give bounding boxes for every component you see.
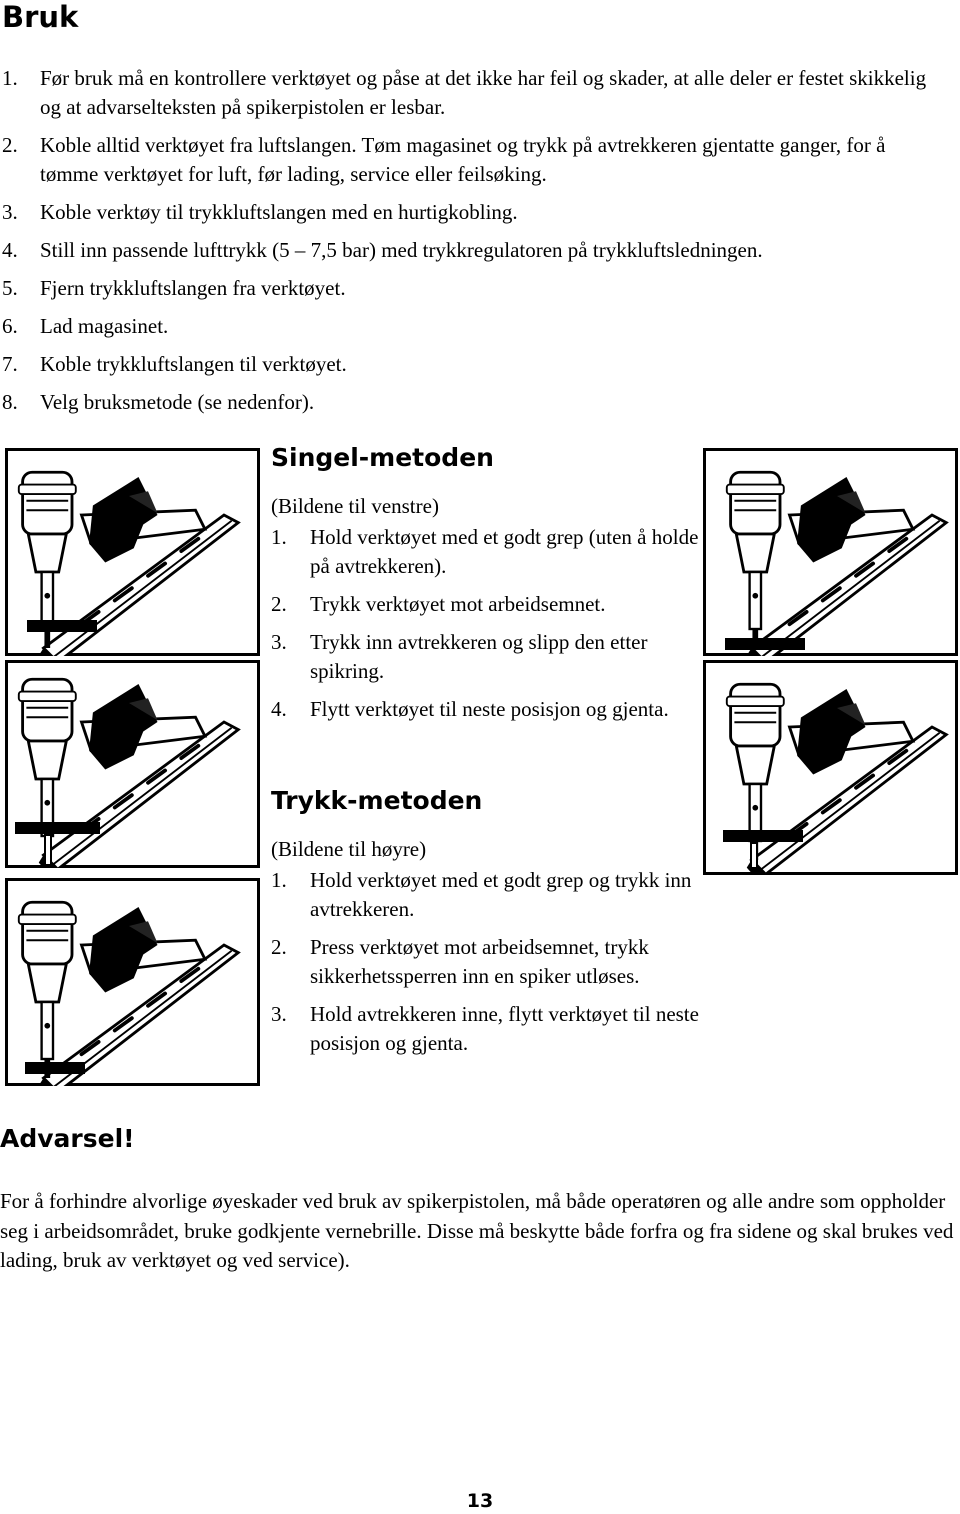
step-number: 3.: [271, 1002, 287, 1026]
single-method-intro: (Bildene til venstre): [271, 494, 439, 518]
usage-step: 1. Før bruk må en kontrollere verktøyet o…: [0, 64, 945, 122]
usage-step: 4. Still inn passende lufttrykk (5 – 7,5 …: [0, 236, 945, 265]
step-number: 7.: [2, 352, 18, 376]
step-text: Flytt verktøyet til neste posisjon og gj…: [310, 697, 669, 721]
warning-title: Advarsel!: [0, 1124, 135, 1153]
step-number: 2.: [271, 935, 287, 959]
single-method-title: Singel-metoden: [271, 443, 494, 472]
step-text: Før bruk må en kontrollere verktøyet og …: [40, 66, 927, 119]
step-text: Hold verktøyet med et godt grep og trykk…: [310, 868, 692, 921]
step-text: Hold avtrekkeren inne, flytt verktøyet t…: [310, 1002, 699, 1055]
single-method-step: 2. Trykk verktøyet mot arbeidsemnet.: [271, 590, 701, 619]
press-method-steps: 1. Hold verktøyet med et godt grep og try…: [271, 866, 701, 1058]
step-number: 1.: [2, 66, 18, 90]
press-method-step: 1. Hold verktøyet med et godt grep og try…: [271, 866, 701, 924]
step-number: 1.: [271, 868, 287, 892]
usage-step: 5. Fjern trykkluftslangen fra verktøyet.: [0, 274, 945, 303]
press-method-title: Trykk-metoden: [271, 786, 483, 815]
single-method-step: 3. Trykk inn avtrekkeren og slipp den ett…: [271, 628, 701, 686]
single-method-step: 4. Flytt verktøyet til neste posisjon og …: [271, 695, 701, 724]
step-number: 1.: [271, 525, 287, 549]
press-method-intro: (Bildene til høyre): [271, 837, 427, 861]
press-method-step: 3. Hold avtrekkeren inne, flytt verktøyet…: [271, 1000, 701, 1058]
step-text: Koble trykkluftslangen til verktøyet.: [40, 352, 347, 376]
usage-step: 7. Koble trykkluftslangen til verktøyet.: [0, 350, 945, 379]
step-text: Hold verktøyet med et godt grep (uten å …: [310, 525, 699, 578]
usage-step: 3. Koble verktøy til trykkluftslangen med…: [0, 198, 945, 227]
warning-text: For å forhindre alvorlige øyeskader ved …: [0, 1189, 954, 1272]
step-text: Koble alltid verktøyet fra luftslangen. …: [40, 133, 886, 186]
step-text: Koble verktøy til trykkluftslangen med e…: [40, 200, 518, 224]
usage-step: 2. Koble alltid verktøyet fra luftslangen…: [0, 131, 945, 189]
step-number: 2.: [2, 133, 18, 157]
step-text: Trykk verktøyet mot arbeidsemnet.: [310, 592, 606, 616]
press-method-illustration-1: [703, 448, 958, 656]
single-method-step: 1. Hold verktøyet med et godt grep (uten …: [271, 523, 701, 581]
step-text: Still inn passende lufttrykk (5 – 7,5 ba…: [40, 238, 763, 262]
single-method-illustration-3: [5, 878, 260, 1086]
usage-steps-list: 1. Før bruk må en kontrollere verktøyet o…: [0, 64, 945, 426]
step-number: 2.: [271, 592, 287, 616]
step-text: Lad magasinet.: [40, 314, 169, 338]
step-text: Press verktøyet mot arbeidsemnet, trykk …: [310, 935, 649, 988]
page-title: Bruk: [2, 0, 79, 34]
step-number: 8.: [2, 390, 18, 414]
single-method-section: Singel-metoden (Bildene til venstre) 1. H…: [271, 443, 701, 733]
step-text: Velg bruksmetode (se nedenfor).: [40, 390, 315, 414]
usage-step: 6. Lad magasinet.: [0, 312, 945, 341]
single-method-illustration-1: [5, 448, 260, 656]
press-method-step: 2. Press verktøyet mot arbeidsemnet, tryk…: [271, 933, 701, 991]
step-number: 5.: [2, 276, 18, 300]
usage-step: 8. Velg bruksmetode (se nedenfor).: [0, 388, 945, 417]
step-number: 3.: [2, 200, 18, 224]
single-method-illustration-2: [5, 660, 260, 868]
single-method-steps: 1. Hold verktøyet med et godt grep (uten …: [271, 523, 701, 724]
step-number: 3.: [271, 630, 287, 654]
step-text: Trykk inn avtrekkeren og slipp den etter…: [310, 630, 648, 683]
press-method-illustration-2: [703, 660, 958, 875]
step-number: 4.: [271, 697, 287, 721]
step-number: 6.: [2, 314, 18, 338]
press-method-section: Trykk-metoden (Bildene til høyre) 1. Hold…: [271, 786, 701, 1067]
page-number: 13: [466, 1490, 494, 1512]
step-text: Fjern trykkluftslangen fra verktøyet.: [40, 276, 346, 300]
step-number: 4.: [2, 238, 18, 262]
